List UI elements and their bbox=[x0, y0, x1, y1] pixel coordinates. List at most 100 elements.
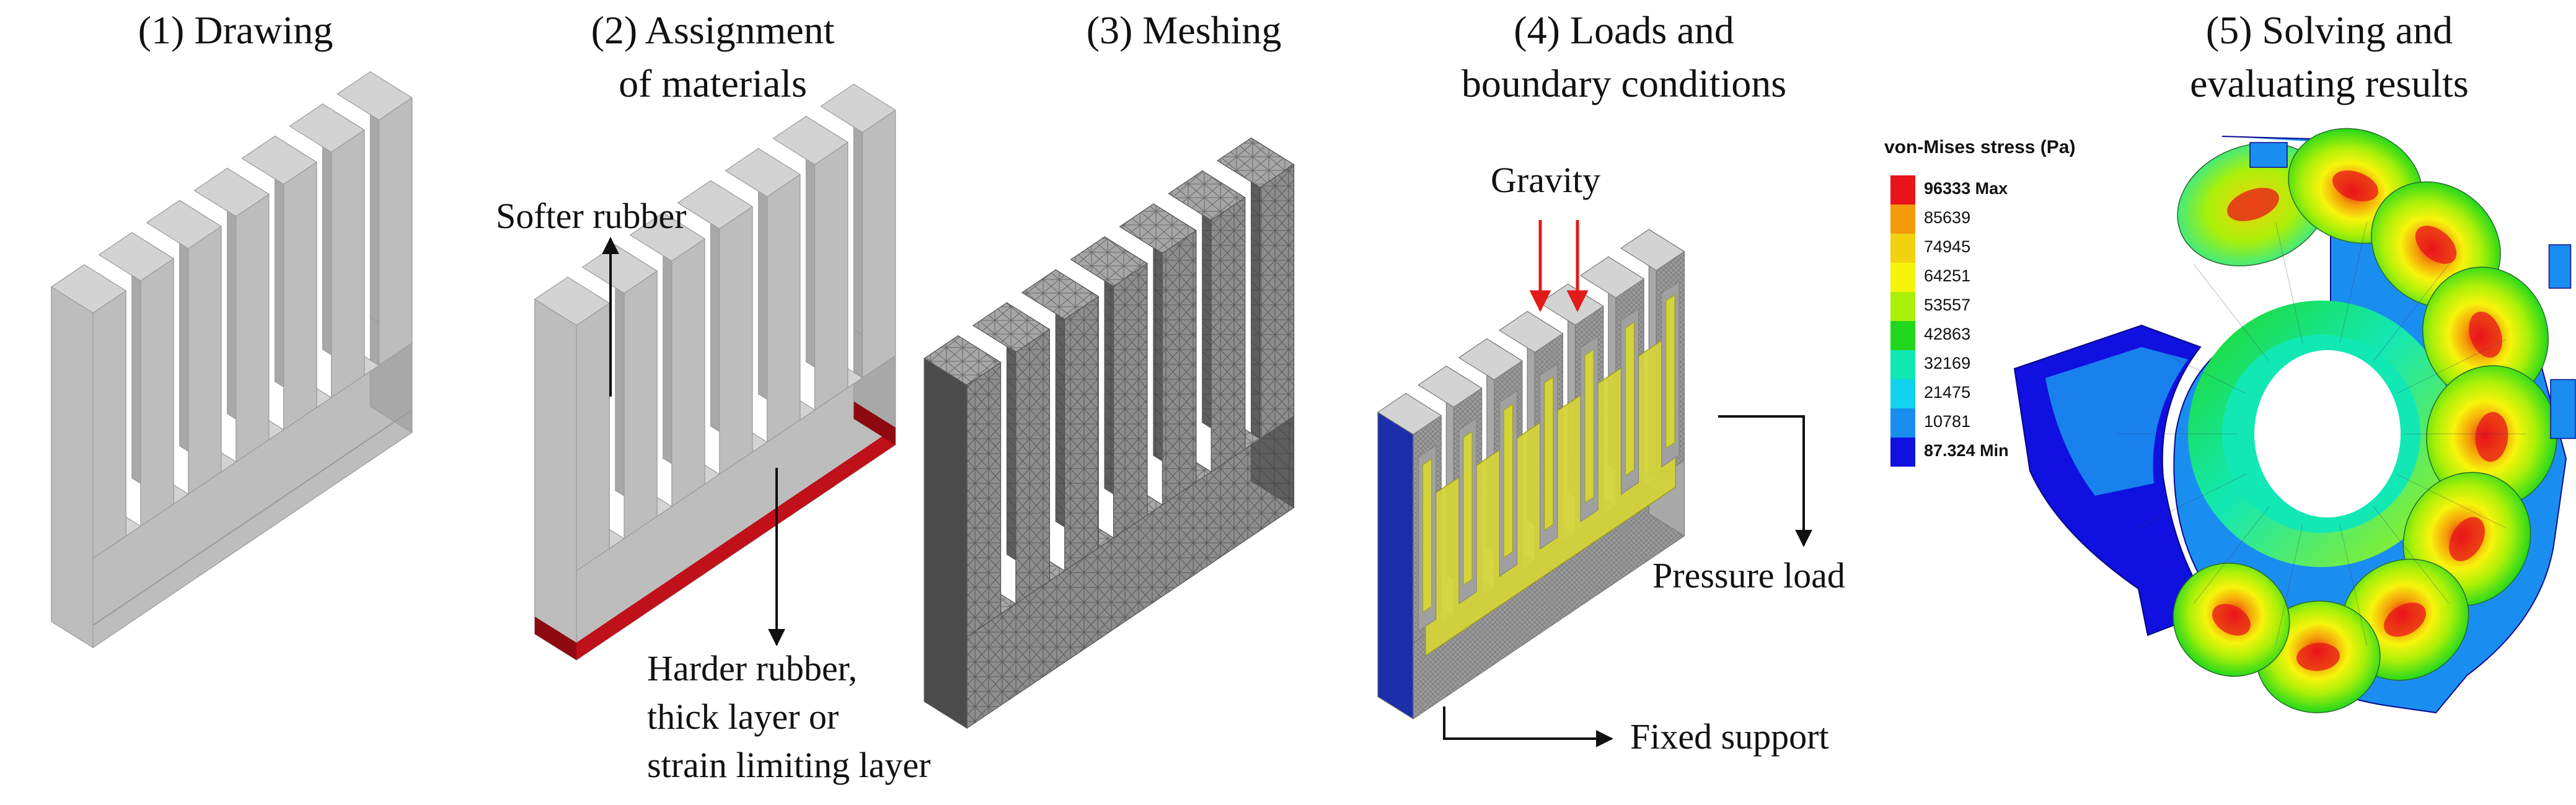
fin-front-face bbox=[576, 302, 610, 572]
mesh-line bbox=[2373, 264, 2450, 362]
harder-rubber-layer-end bbox=[854, 401, 896, 445]
panel-results: (5) Solving and evaluating results bbox=[2008, 0, 2576, 805]
harder-rubber-layer-end bbox=[534, 617, 576, 660]
panel-drawing: (1) Drawing bbox=[0, 0, 471, 805]
fin-front-face bbox=[966, 361, 1002, 638]
mesh-line bbox=[2275, 222, 2303, 343]
peak-stress-spot bbox=[2469, 311, 2502, 358]
harder-rubber-label: Harder rubber, thick layer or strain lim… bbox=[647, 648, 931, 785]
chamber-pressure-face bbox=[1503, 403, 1513, 558]
legend-swatch bbox=[1890, 321, 1915, 350]
fin-top-face bbox=[820, 84, 896, 133]
stress-legend: von-Mises stress (Pa) 96333 Max 85639 7494… bbox=[1884, 133, 2145, 468]
legend-swatch bbox=[1890, 292, 1915, 321]
legend-swatch bbox=[1890, 379, 1915, 408]
panel-title: (1) Drawing bbox=[138, 8, 333, 52]
fin-front-face bbox=[671, 238, 705, 508]
mesh-line bbox=[2137, 473, 2246, 529]
mesh-line bbox=[2396, 339, 2506, 394]
fin-front-face bbox=[624, 270, 658, 540]
deformed-actuator-result bbox=[2013, 128, 2576, 714]
panel-title: (5) Solving and evaluating results bbox=[2190, 8, 2469, 105]
mesh-line bbox=[2396, 473, 2506, 529]
legend-label: 10781 bbox=[1924, 412, 1971, 431]
near-end-face bbox=[924, 358, 968, 729]
fin-front-face bbox=[188, 226, 222, 495]
fin-top-face bbox=[1418, 366, 1483, 408]
fin-front-face bbox=[378, 97, 413, 366]
drawing-actuator-model bbox=[50, 71, 413, 649]
panel-title: (2) Assignment of materials bbox=[591, 8, 835, 105]
fin-top-face bbox=[629, 212, 706, 262]
peak-stress-spot bbox=[2332, 170, 2378, 201]
pressure-load-label: Pressure load bbox=[1652, 555, 1845, 596]
base-arm-gradient bbox=[2045, 347, 2188, 496]
fin-front-face bbox=[283, 161, 317, 431]
peak-stress-spot bbox=[2384, 602, 2426, 637]
legend-label: 96333 Max bbox=[1924, 179, 2008, 198]
legend-label: 42863 bbox=[1924, 325, 1971, 343]
fin-top-face bbox=[1458, 338, 1524, 381]
panel-material-assignment: (2) Assignment of materials Softer rubbe… bbox=[471, 0, 955, 805]
fin-top-face bbox=[146, 200, 223, 249]
chamber-pressure-face bbox=[1423, 458, 1432, 613]
fin-front-face bbox=[1113, 263, 1148, 539]
fin-front-face bbox=[1259, 164, 1295, 440]
fixed-support-label: Fixed support bbox=[1630, 716, 1829, 757]
fin-front-face bbox=[719, 206, 753, 475]
fin-tip bbox=[2249, 142, 2288, 168]
legend-label: 64251 bbox=[1924, 266, 1971, 285]
legend-swatch bbox=[1890, 263, 1915, 292]
mesh-line bbox=[2137, 339, 2246, 394]
harder-rubber-layer bbox=[576, 427, 896, 660]
strain-layer-seam bbox=[92, 409, 413, 626]
panel-meshing: (3) Meshing bbox=[924, 0, 1413, 805]
fin-tip bbox=[2550, 379, 2576, 439]
peak-stress-spot bbox=[2449, 517, 2485, 561]
fin-top-face bbox=[972, 302, 1051, 353]
fin-front-face bbox=[1064, 296, 1099, 572]
chamber-pressure-face bbox=[1463, 431, 1473, 586]
peak-stress-spot bbox=[2296, 643, 2340, 671]
legend-title: von-Mises stress (Pa) bbox=[1884, 137, 2076, 157]
mesh-line bbox=[2339, 222, 2367, 343]
softer-rubber-label: Softer rubber bbox=[496, 196, 687, 236]
legend-swatch bbox=[1890, 175, 1915, 205]
legend-label: 85639 bbox=[1924, 208, 1971, 227]
panel-loads-boundary: (4) Loads and boundary conditions Gravit… bbox=[1364, 0, 1921, 805]
fin-top-face bbox=[1070, 236, 1149, 287]
fin-top-face bbox=[1119, 203, 1197, 254]
fin-top-face bbox=[289, 103, 365, 153]
fin-top-face bbox=[1168, 170, 1246, 221]
mesh-line bbox=[2339, 524, 2367, 646]
mesh-line bbox=[2275, 524, 2303, 646]
central-void bbox=[2254, 350, 2401, 517]
legend-swatch bbox=[1890, 408, 1915, 438]
panel-title: (4) Loads and boundary conditions bbox=[1461, 8, 1787, 105]
chamber-pressure-face bbox=[1544, 376, 1554, 531]
near-end-face bbox=[51, 286, 94, 649]
fin-top-face bbox=[725, 147, 801, 198]
fixed-support-arrow bbox=[1443, 706, 1613, 747]
fin-top-face bbox=[1217, 137, 1295, 188]
peak-stress-spot bbox=[2212, 604, 2251, 636]
material-actuator-model bbox=[534, 83, 896, 661]
fin-top-face bbox=[677, 180, 753, 230]
fin-front-face bbox=[862, 109, 896, 379]
pressure-load-arrow bbox=[1718, 415, 1812, 547]
fin-tip bbox=[2548, 244, 2572, 289]
fin-front-face bbox=[1015, 328, 1050, 605]
mesh-line bbox=[2193, 506, 2270, 604]
legend-label: 21475 bbox=[1924, 383, 1971, 402]
fin-top-face bbox=[98, 232, 175, 281]
fin-front-face bbox=[330, 129, 365, 398]
legend-label: 87.324 Min bbox=[1924, 441, 2009, 460]
mesh-line bbox=[2193, 264, 2270, 362]
fin-front-face bbox=[1211, 196, 1246, 473]
legend-label: 74945 bbox=[1924, 237, 1971, 256]
loaded-actuator-model bbox=[1377, 220, 1812, 747]
legend-swatch bbox=[1890, 205, 1915, 234]
chamber-pressure-face bbox=[1665, 294, 1675, 449]
peak-stress-spot bbox=[2227, 188, 2279, 221]
fin-front-face bbox=[814, 141, 849, 411]
